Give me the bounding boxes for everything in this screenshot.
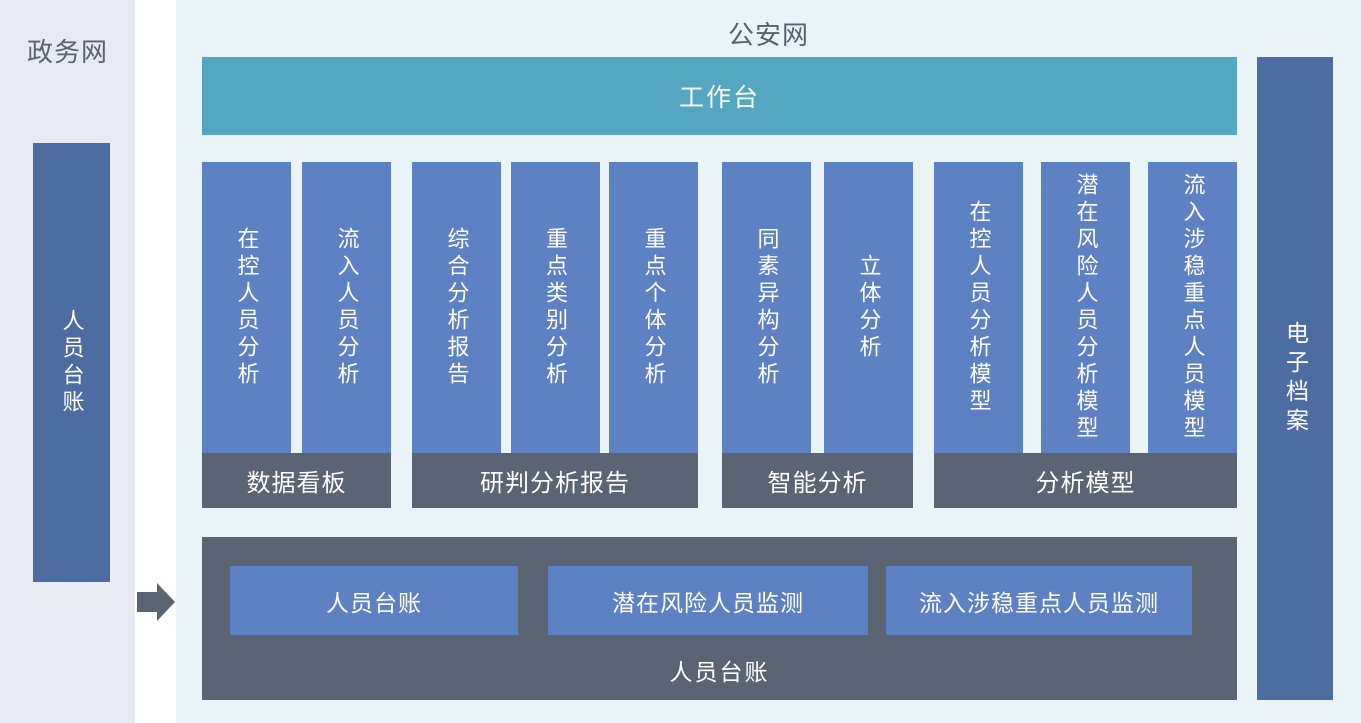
group-intelligent-analysis: 同素异构分析 立体分析 智能分析	[722, 162, 913, 508]
module-controlled-personnel-model: 在控人员分析模型	[934, 162, 1023, 453]
module-stereo-analysis: 立体分析	[824, 162, 913, 453]
module-potential-risk-personnel-model: 潜在风险人员分析模型	[1041, 162, 1130, 453]
e-archive-bar: 电子档案	[1257, 57, 1333, 700]
button-potential-risk-monitoring: 潜在风险人员监测	[548, 566, 868, 635]
police-network-title: 公安网	[727, 20, 809, 50]
module-comprehensive-analysis-report: 综合分析报告	[412, 162, 501, 453]
module-key-category-analysis: 重点类别分析	[510, 162, 600, 453]
gov-network-title: 政务网	[26, 37, 108, 67]
module-isomeric-analysis: 同素异构分析	[722, 162, 811, 453]
button-inflow-key-personnel-monitoring: 流入涉稳重点人员监测	[886, 566, 1192, 635]
police-network-panel: 公安网 工作台 电子档案 在控人员分析 流入人员分析 数据看板	[176, 0, 1361, 723]
group-label-data-dashboard: 数据看板	[202, 453, 391, 508]
personnel-ledger-panel-label: 人员台账	[669, 659, 770, 685]
group-label-analysis-models: 分析模型	[934, 453, 1237, 508]
gov-network-panel: 政务网 人员台账	[0, 0, 135, 723]
module-groups: 在控人员分析 流入人员分析 数据看板 综合分析报告 重点类别分析	[202, 162, 1237, 508]
group-intelligent-analysis-bars: 同素异构分析 立体分析	[722, 162, 913, 453]
flow-right-arrow-icon	[137, 583, 175, 621]
module-inflow-key-personnel-model: 流入涉稳重点人员模型	[1148, 162, 1237, 453]
module-controlled-personnel-analysis: 在控人员分析	[202, 162, 291, 453]
group-data-dashboard-bars: 在控人员分析 流入人员分析	[202, 162, 391, 453]
module-inflow-personnel-analysis: 流入人员分析	[302, 162, 391, 453]
personnel-ledger-panel: 人员台账 潜在风险人员监测 流入涉稳重点人员监测 人员台账	[202, 537, 1237, 700]
group-label-analysis-report: 研判分析报告	[412, 453, 698, 508]
button-personnel-ledger: 人员台账	[230, 566, 518, 635]
workbench-bar: 工作台	[202, 57, 1237, 135]
module-key-individual-analysis: 重点个体分析	[609, 162, 698, 453]
group-data-dashboard: 在控人员分析 流入人员分析 数据看板	[202, 162, 391, 508]
group-label-intelligent-analysis: 智能分析	[722, 453, 913, 508]
personnel-ledger-side-bar-label: 人员台账	[59, 308, 85, 417]
e-archive-bar-label: 电子档案	[1282, 320, 1309, 437]
group-analysis-models: 在控人员分析模型 潜在风险人员分析模型 流入涉稳重点人员模型 分析模型	[934, 162, 1237, 508]
group-analysis-report-bars: 综合分析报告 重点类别分析 重点个体分析	[412, 162, 698, 453]
group-analysis-models-bars: 在控人员分析模型 潜在风险人员分析模型 流入涉稳重点人员模型	[934, 162, 1237, 453]
personnel-ledger-side-bar: 人员台账	[33, 143, 110, 582]
group-analysis-report: 综合分析报告 重点类别分析 重点个体分析 研判分析报告	[412, 162, 698, 508]
